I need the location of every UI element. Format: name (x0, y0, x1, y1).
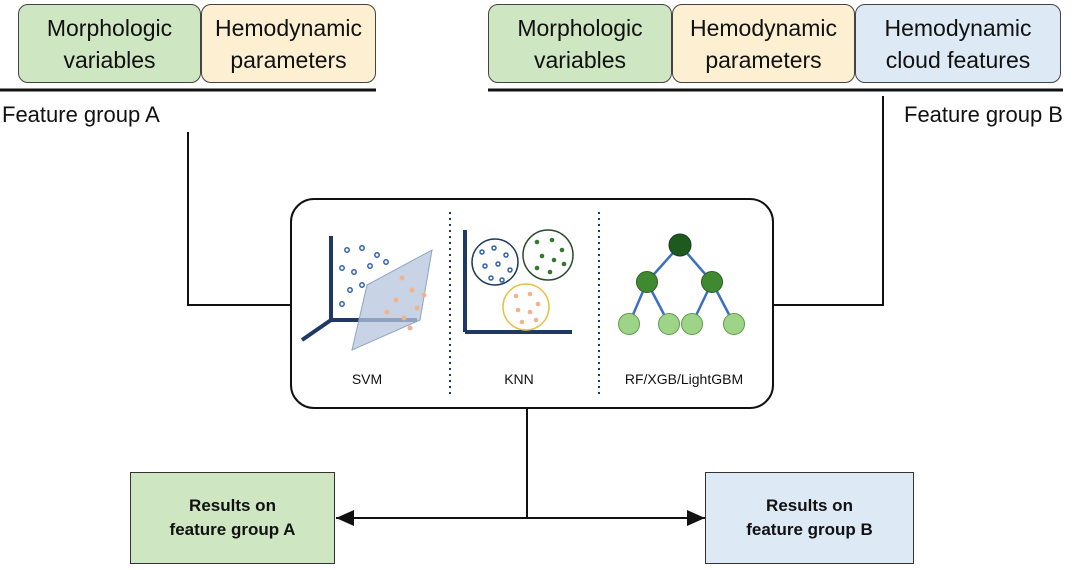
group-b-hemodynamic-box: Hemodynamic parameters (672, 4, 855, 83)
connector-group-b (774, 96, 884, 306)
tree-illustration (618, 233, 745, 335)
group-b-morphologic-box: Morphologic variables (488, 4, 672, 83)
group-a-hemodynamic-box: Hemodynamic parameters (201, 4, 376, 83)
model-panel: SVM KNN RF/XGB/LightGBM (290, 198, 774, 409)
group-a-label: Feature group A (2, 102, 160, 127)
knn-label: KNN (504, 371, 534, 387)
group-b-label: Feature group B (904, 102, 1063, 127)
result-group-a-box: Results on feature group A (130, 472, 335, 564)
group-a-morphologic-box: Morphologic variables (18, 4, 201, 83)
model-illustrations (300, 212, 745, 395)
knn-illustration (463, 229, 574, 334)
connector-group-a (187, 132, 290, 306)
svm-label: SVM (351, 371, 383, 387)
group-b-cloud-box: Hemodynamic cloud features (855, 4, 1061, 83)
trees-label: RF/XGB/LightGBM (624, 371, 744, 387)
svm-illustration (300, 236, 433, 351)
result-group-b-box: Results on feature group B (705, 472, 914, 564)
